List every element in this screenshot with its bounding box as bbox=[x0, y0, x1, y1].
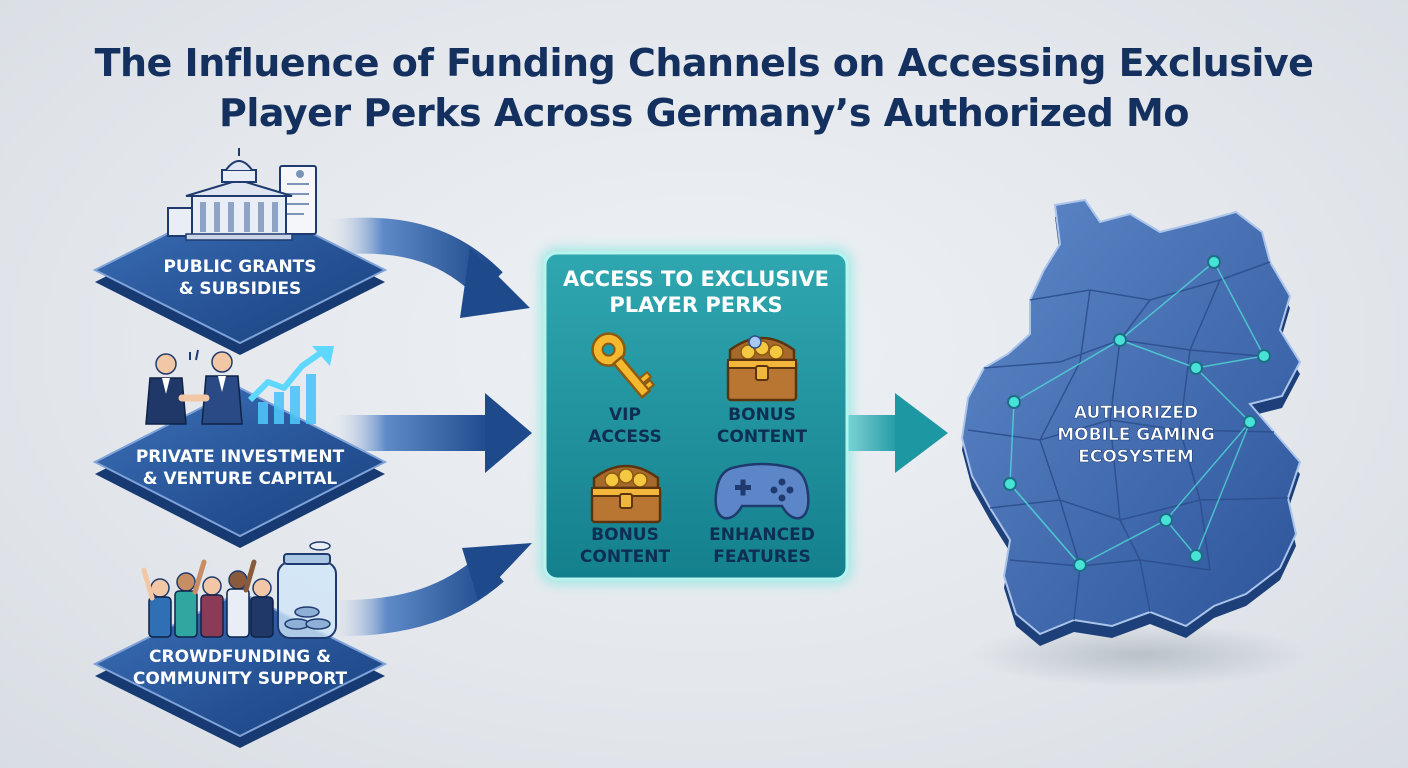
ecosystem-label-line-3: ECOSYSTEM bbox=[1078, 447, 1193, 467]
perk-enhanced-features-line-1: ENHANCED bbox=[709, 525, 815, 545]
treasure-chest-icon bbox=[590, 464, 662, 524]
page-title-line-1: The Influence of Funding Channels on Acc… bbox=[94, 41, 1314, 85]
perk-vip-access-line-1: VIP bbox=[609, 405, 641, 425]
source-public-grants-line-1: PUBLIC GRANTS bbox=[163, 257, 316, 277]
arrow-investment-to-perks bbox=[330, 393, 532, 473]
source-public-grants: PUBLIC GRANTS & SUBSIDIES bbox=[92, 148, 388, 355]
perk-bonus-content-1-line-1: BONUS bbox=[728, 405, 796, 425]
source-private-investment-line-1: PRIVATE INVESTMENT bbox=[136, 447, 345, 467]
source-crowdfunding-line-2: COMMUNITY SUPPORT bbox=[133, 669, 348, 689]
golden-key-icon bbox=[591, 332, 656, 400]
ecosystem-label-line-2: MOBILE GAMING bbox=[1057, 425, 1215, 445]
perk-vip-access: VIP ACCESS bbox=[588, 332, 662, 447]
crowd-donation-jar-icon bbox=[141, 541, 337, 639]
perks-box: ACCESS TO EXCLUSIVE PLAYER PERKS VIP ACC… bbox=[540, 248, 852, 584]
ecosystem-map: AUTHORIZED MOBILE GAMING ECOSYSTEM bbox=[960, 198, 1310, 687]
source-private-investment: PRIVATE INVESTMENT & VENTURE CAPITAL bbox=[92, 346, 388, 548]
arrow-perks-to-ecosystem bbox=[848, 393, 948, 473]
government-building-icon bbox=[167, 148, 317, 241]
page-title-line-2: Player Perks Across Germany’s Authorized… bbox=[219, 91, 1189, 135]
page-title: The Influence of Funding Channels on Acc… bbox=[0, 38, 1408, 138]
source-public-grants-line-2: & SUBSIDIES bbox=[179, 279, 302, 299]
perk-bonus-content-2: BONUS CONTENT bbox=[580, 464, 671, 567]
perks-box-title-line-1: ACCESS TO EXCLUSIVE bbox=[563, 267, 829, 291]
handshake-growth-chart-icon bbox=[145, 346, 334, 425]
source-crowdfunding: CROWDFUNDING & COMMUNITY SUPPORT bbox=[92, 541, 388, 748]
game-controller-icon bbox=[714, 462, 810, 520]
germany-map-network-icon bbox=[960, 198, 1302, 646]
arrow-crowdfunding-to-perks bbox=[329, 543, 532, 637]
perk-bonus-content-2-line-1: BONUS bbox=[591, 525, 659, 545]
perk-vip-access-line-2: ACCESS bbox=[588, 427, 661, 447]
perks-box-title-line-2: PLAYER PERKS bbox=[609, 293, 782, 317]
perk-bonus-content-1: BONUS CONTENT bbox=[717, 335, 808, 447]
source-crowdfunding-line-1: CROWDFUNDING & bbox=[149, 647, 331, 667]
treasure-chest-icon bbox=[726, 335, 798, 402]
perk-enhanced-features-line-2: FEATURES bbox=[713, 547, 810, 567]
arrow-grants-to-perks bbox=[322, 217, 530, 318]
source-private-investment-line-2: & VENTURE CAPITAL bbox=[143, 469, 338, 489]
ecosystem-label-line-1: AUTHORIZED bbox=[1074, 403, 1198, 423]
perk-enhanced-features: ENHANCED FEATURES bbox=[709, 462, 815, 567]
perk-bonus-content-2-line-2: CONTENT bbox=[580, 547, 671, 567]
perk-bonus-content-1-line-2: CONTENT bbox=[717, 427, 808, 447]
